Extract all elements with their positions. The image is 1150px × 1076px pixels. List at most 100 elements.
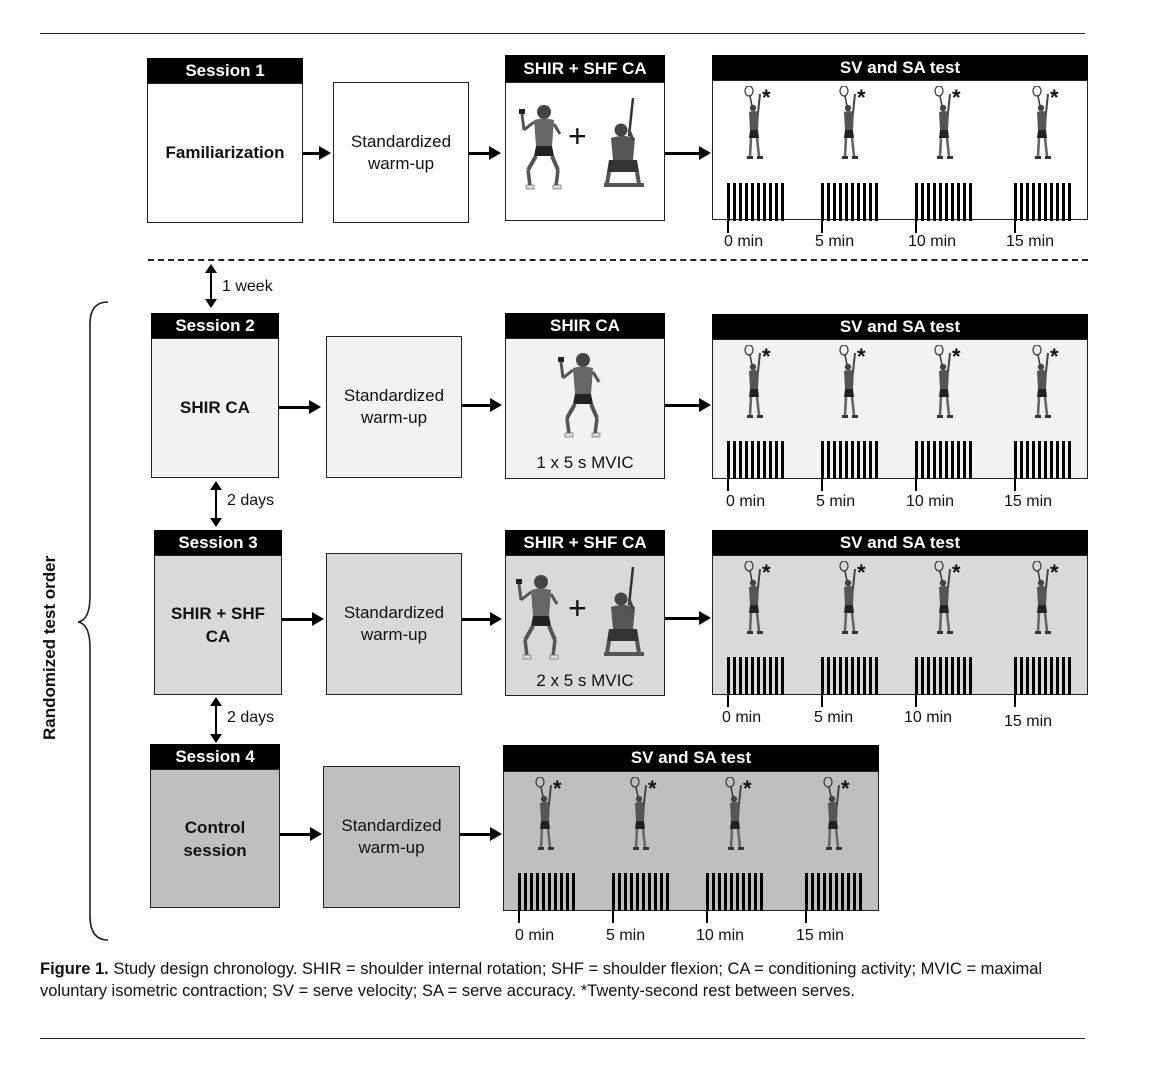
session3-warmup: Standardized warm-up bbox=[326, 553, 462, 695]
time-tick bbox=[1014, 479, 1016, 491]
serve-tick bbox=[945, 657, 948, 695]
serve-tick bbox=[915, 657, 918, 695]
asterisk-mark: * bbox=[952, 560, 961, 585]
serve-tick bbox=[827, 657, 830, 695]
serve-tick bbox=[951, 183, 954, 221]
time-label: 5 min bbox=[815, 233, 855, 250]
asterisk-mark: * bbox=[648, 776, 657, 801]
tennis-serve-figure-icon bbox=[740, 86, 770, 162]
tennis-serve-figure-icon bbox=[1028, 345, 1058, 421]
serve-tick bbox=[945, 183, 948, 221]
session1-ca-box bbox=[505, 82, 665, 221]
serve-tick bbox=[1026, 657, 1029, 695]
serve-tick bbox=[851, 441, 854, 479]
tennis-serve-figure-icon bbox=[721, 777, 751, 853]
serve-tick bbox=[1056, 183, 1059, 221]
arrow bbox=[665, 611, 711, 625]
time-tick bbox=[915, 221, 917, 233]
time-tick bbox=[821, 479, 823, 491]
serve-tick bbox=[781, 657, 784, 695]
asterisk-mark: * bbox=[762, 560, 771, 585]
serve-tick bbox=[1020, 657, 1023, 695]
serve-tick bbox=[963, 657, 966, 695]
serve-tick bbox=[927, 657, 930, 695]
session2-label: SHIR CA bbox=[151, 338, 279, 478]
serve-tick bbox=[542, 873, 545, 911]
serve-tick bbox=[636, 873, 639, 911]
session4-header: Session 4 bbox=[150, 744, 280, 769]
serve-tick bbox=[1056, 441, 1059, 479]
time-label: 10 min bbox=[906, 493, 955, 510]
time-label: 0 min bbox=[515, 927, 555, 944]
serve-tick bbox=[536, 873, 539, 911]
kneeling-figure-icon bbox=[603, 96, 645, 192]
time-label: 0 min bbox=[722, 709, 762, 726]
session3-ca-header: SHIR + SHF CA bbox=[505, 530, 665, 555]
arrow bbox=[462, 398, 502, 412]
serve-tick bbox=[1032, 657, 1035, 695]
serve-tick bbox=[724, 873, 727, 911]
serve-tick bbox=[718, 873, 721, 911]
tennis-serve-figure-icon bbox=[626, 777, 656, 853]
serve-tick bbox=[1050, 441, 1053, 479]
time-label: 5 min bbox=[816, 493, 856, 510]
session3-label: SHIR + SHF CA bbox=[154, 555, 282, 695]
serve-tick bbox=[518, 873, 521, 911]
serve-tick bbox=[763, 183, 766, 221]
serve-tick bbox=[857, 657, 860, 695]
serve-tick bbox=[933, 441, 936, 479]
serve-tick bbox=[1044, 183, 1047, 221]
serve-tick bbox=[754, 873, 757, 911]
plus-sign: + bbox=[568, 118, 587, 154]
serve-tick bbox=[915, 183, 918, 221]
serve-tick bbox=[733, 183, 736, 221]
time-tick bbox=[1014, 221, 1016, 233]
serve-tick bbox=[1014, 657, 1017, 695]
session3-ca-note: 2 x 5 s MVIC bbox=[536, 671, 634, 690]
serve-tick bbox=[847, 873, 850, 911]
serve-tick bbox=[739, 183, 742, 221]
time-label: 10 min bbox=[908, 233, 957, 250]
tennis-serve-figure-icon bbox=[740, 345, 770, 421]
session1-header: Session 1 bbox=[147, 58, 303, 83]
serve-tick bbox=[745, 441, 748, 479]
serve-tick bbox=[1032, 183, 1035, 221]
serve-tick bbox=[1056, 657, 1059, 695]
serve-tick bbox=[1068, 441, 1071, 479]
tennis-serve-figure-icon bbox=[930, 345, 960, 421]
serve-tick bbox=[821, 183, 824, 221]
serve-tick bbox=[869, 183, 872, 221]
time-tick bbox=[612, 911, 614, 923]
double-arrow bbox=[210, 481, 222, 527]
tennis-serve-figure-icon bbox=[531, 777, 561, 853]
serve-tick bbox=[775, 657, 778, 695]
serve-tick bbox=[524, 873, 527, 911]
asterisk-mark: * bbox=[762, 344, 771, 369]
session4-label: Control session bbox=[150, 769, 280, 908]
squat-figure-icon bbox=[555, 348, 605, 440]
serve-tick bbox=[566, 873, 569, 911]
serve-tick bbox=[835, 873, 838, 911]
top-rule bbox=[40, 33, 1085, 34]
serve-tick bbox=[969, 441, 972, 479]
serve-tick bbox=[811, 873, 814, 911]
serve-tick bbox=[845, 183, 848, 221]
serve-tick bbox=[1026, 441, 1029, 479]
serve-tick bbox=[1020, 183, 1023, 221]
time-label: 5 min bbox=[606, 927, 646, 944]
serve-tick bbox=[1050, 657, 1053, 695]
time-tick bbox=[727, 695, 729, 707]
serve-tick bbox=[939, 441, 942, 479]
serve-tick bbox=[1032, 441, 1035, 479]
serve-tick bbox=[548, 873, 551, 911]
serve-tick bbox=[845, 657, 848, 695]
asterisk-mark: * bbox=[1050, 344, 1059, 369]
serve-tick bbox=[733, 657, 736, 695]
serve-tick bbox=[742, 873, 745, 911]
time-tick bbox=[821, 695, 823, 707]
serve-tick bbox=[851, 183, 854, 221]
serve-tick bbox=[1038, 657, 1041, 695]
serve-tick bbox=[730, 873, 733, 911]
time-label: 0 min bbox=[726, 493, 766, 510]
time-label: 10 min bbox=[696, 927, 745, 944]
